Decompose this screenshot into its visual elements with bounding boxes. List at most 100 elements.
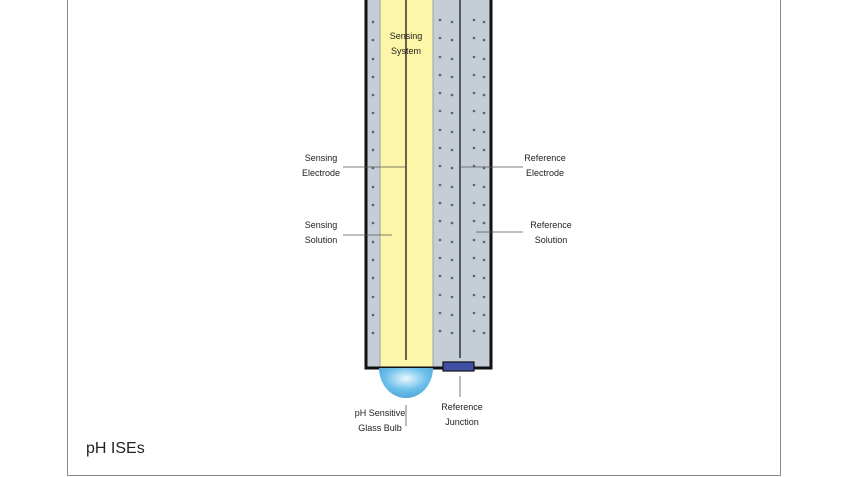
solution-dot — [450, 185, 454, 189]
solution-dot — [438, 219, 442, 223]
solution-dot — [482, 38, 486, 42]
solution-dot — [371, 148, 375, 152]
solution-dot — [482, 75, 486, 79]
solution-dot — [438, 73, 442, 77]
solution-dot — [450, 148, 454, 152]
solution-dot — [371, 295, 375, 299]
solution-dot — [371, 221, 375, 225]
solution-dot — [472, 256, 476, 260]
diagram-frame — [67, 0, 781, 476]
solution-dot — [450, 313, 454, 317]
solution-dot — [450, 20, 454, 24]
solution-dot — [371, 38, 375, 42]
solution-dot — [450, 258, 454, 262]
solution-dot — [482, 111, 486, 115]
solution-dot — [371, 75, 375, 79]
solution-dot — [438, 128, 442, 132]
solution-dot — [450, 203, 454, 207]
solution-dot — [371, 258, 375, 262]
glass-bulb-shape — [379, 368, 433, 398]
solution-dot — [371, 20, 375, 24]
solution-dot — [472, 128, 476, 132]
solution-dot — [482, 57, 486, 61]
solution-dot — [482, 148, 486, 152]
solution-dot — [371, 240, 375, 244]
solution-dot — [450, 57, 454, 61]
solution-dot — [472, 36, 476, 40]
solution-dot — [482, 276, 486, 280]
solution-dot — [438, 55, 442, 59]
solution-dots — [371, 18, 486, 335]
solution-dot — [472, 329, 476, 333]
solution-dot — [450, 93, 454, 97]
solution-dot — [371, 130, 375, 134]
solution-dot — [438, 146, 442, 150]
solution-dot — [450, 295, 454, 299]
solution-dot — [438, 238, 442, 242]
solution-dot — [482, 20, 486, 24]
solution-dot — [438, 91, 442, 95]
solution-dot — [472, 219, 476, 223]
solution-dot — [472, 201, 476, 205]
solution-dot — [450, 75, 454, 79]
solution-dot — [371, 93, 375, 97]
solution-dot — [472, 293, 476, 297]
reference-junction-shape — [442, 361, 475, 372]
solution-dot — [482, 93, 486, 97]
solution-dot — [472, 274, 476, 278]
solution-dot — [482, 295, 486, 299]
solution-dot — [472, 91, 476, 95]
solution-dot — [438, 274, 442, 278]
solution-dot — [438, 164, 442, 168]
solution-dot — [438, 256, 442, 260]
solution-dot — [438, 109, 442, 113]
solution-dot — [472, 109, 476, 113]
solution-dot — [371, 185, 375, 189]
solution-dot — [450, 240, 454, 244]
solution-dot — [450, 111, 454, 115]
solution-dot — [482, 258, 486, 262]
solution-dot — [438, 18, 442, 22]
solution-dot — [472, 73, 476, 77]
diagram-caption: pH ISEs — [86, 440, 145, 457]
solution-dot — [472, 146, 476, 150]
solution-dot — [450, 166, 454, 170]
solution-dot — [438, 329, 442, 333]
solution-dot — [438, 201, 442, 205]
solution-dot — [472, 311, 476, 315]
solution-dot — [371, 203, 375, 207]
solution-dot — [371, 276, 375, 280]
solution-dot — [482, 313, 486, 317]
solution-dot — [482, 221, 486, 225]
solution-dot — [482, 130, 486, 134]
solution-dot — [482, 203, 486, 207]
solution-dot — [450, 38, 454, 42]
solution-dot — [450, 221, 454, 225]
solution-dot — [438, 36, 442, 40]
solution-dot — [450, 276, 454, 280]
solution-dot — [450, 331, 454, 335]
solution-dot — [438, 311, 442, 315]
solution-dot — [472, 238, 476, 242]
solution-dot — [472, 18, 476, 22]
solution-dot — [438, 293, 442, 297]
solution-dot — [472, 55, 476, 59]
solution-dot — [472, 183, 476, 187]
solution-dot — [371, 331, 375, 335]
solution-dot — [438, 183, 442, 187]
solution-dot — [482, 331, 486, 335]
solution-dot — [450, 130, 454, 134]
solution-dot — [371, 57, 375, 61]
solution-dot — [482, 185, 486, 189]
solution-dot — [371, 313, 375, 317]
solution-dot — [482, 240, 486, 244]
solution-dot — [371, 111, 375, 115]
